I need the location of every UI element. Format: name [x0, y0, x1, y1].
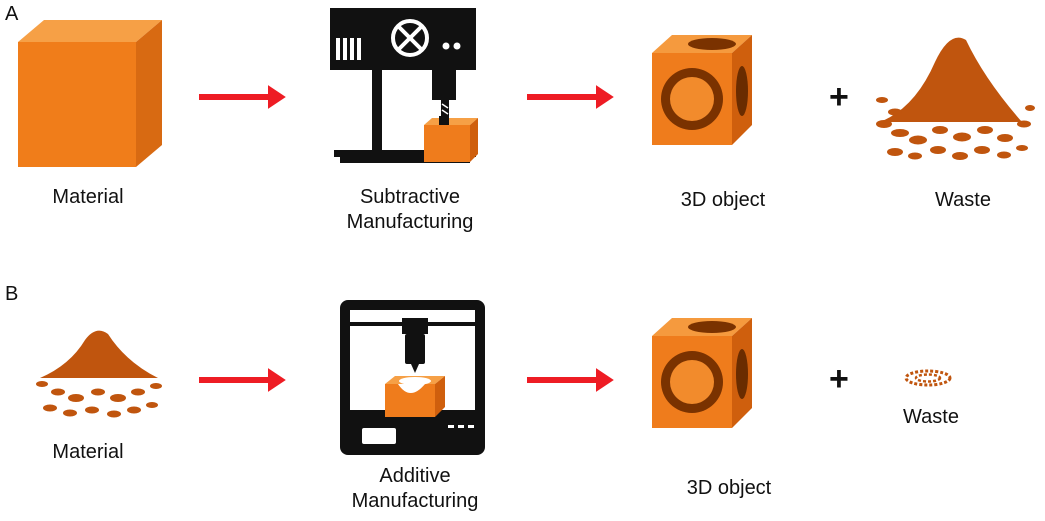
waste-label-a: Waste — [935, 189, 991, 211]
drill-press-icon — [330, 8, 476, 163]
object-label-b: 3D object — [686, 477, 772, 499]
material-label-a: Material — [52, 186, 124, 208]
material-label-b: Material — [52, 441, 124, 463]
panel-letter-a: A — [5, 3, 19, 25]
plus-sign-a: + — [829, 78, 849, 116]
object-label-a: 3D object — [680, 189, 766, 211]
hollow-cube-b — [652, 318, 752, 428]
waste-label-b: Waste — [903, 406, 959, 428]
waste-pile-small — [904, 369, 952, 387]
material-powder-pile — [36, 330, 162, 418]
panel-letter-b: B — [5, 283, 19, 305]
workpiece-block — [424, 116, 478, 162]
process-label-additive: Additive Manufacturing — [351, 465, 479, 512]
process-label-subtractive: Subtractive Manufacturing — [346, 186, 474, 233]
printed-part — [385, 376, 445, 417]
hollow-cube-a — [652, 35, 752, 145]
material-cube — [18, 20, 162, 167]
waste-pile-large — [876, 37, 1035, 160]
plus-sign-b: + — [829, 360, 849, 398]
